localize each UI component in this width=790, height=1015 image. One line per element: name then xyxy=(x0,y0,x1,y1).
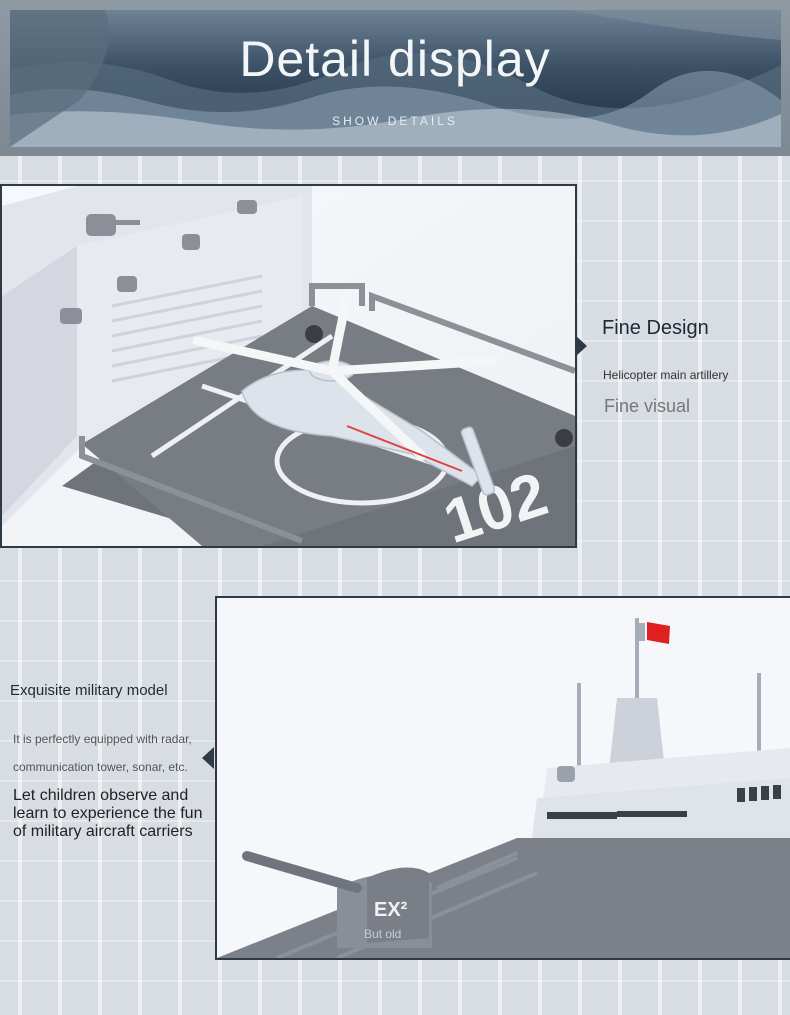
pointer-left-arrow xyxy=(202,747,214,769)
flag-icon xyxy=(647,622,670,644)
page-title: Detail display xyxy=(239,31,551,87)
section2-body-line-1: It is perfectly equipped with radar, xyxy=(13,732,192,746)
section1-heading: Fine Design xyxy=(602,317,709,339)
section2-callout-line-3: of military aircraft carriers xyxy=(13,823,193,840)
section1-caption: Helicopter main artillery xyxy=(603,368,729,382)
photo-watermark: But old xyxy=(364,927,401,941)
destroyer-bridge-photo: EX² But old xyxy=(215,596,790,960)
pointer-right-arrow xyxy=(575,335,587,357)
header-banner: Detail display SHOW DETAILS xyxy=(0,0,790,156)
section1-tagline: Fine visual xyxy=(604,396,691,416)
stormy-sea-graphic xyxy=(10,10,781,147)
section2-callout-line-2: learn to experience the fun xyxy=(13,805,203,822)
section2-heading: Exquisite military model xyxy=(10,682,168,699)
turret-badge: EX² xyxy=(374,899,408,921)
section2-callout-line-1: Let children observe and xyxy=(13,787,189,804)
page-subtitle: SHOW DETAILS xyxy=(332,114,458,128)
helicopter-deck-photo: 102 xyxy=(0,184,577,548)
banner-image xyxy=(10,10,781,147)
section2-body-line-2: communication tower, sonar, etc. xyxy=(13,760,188,774)
